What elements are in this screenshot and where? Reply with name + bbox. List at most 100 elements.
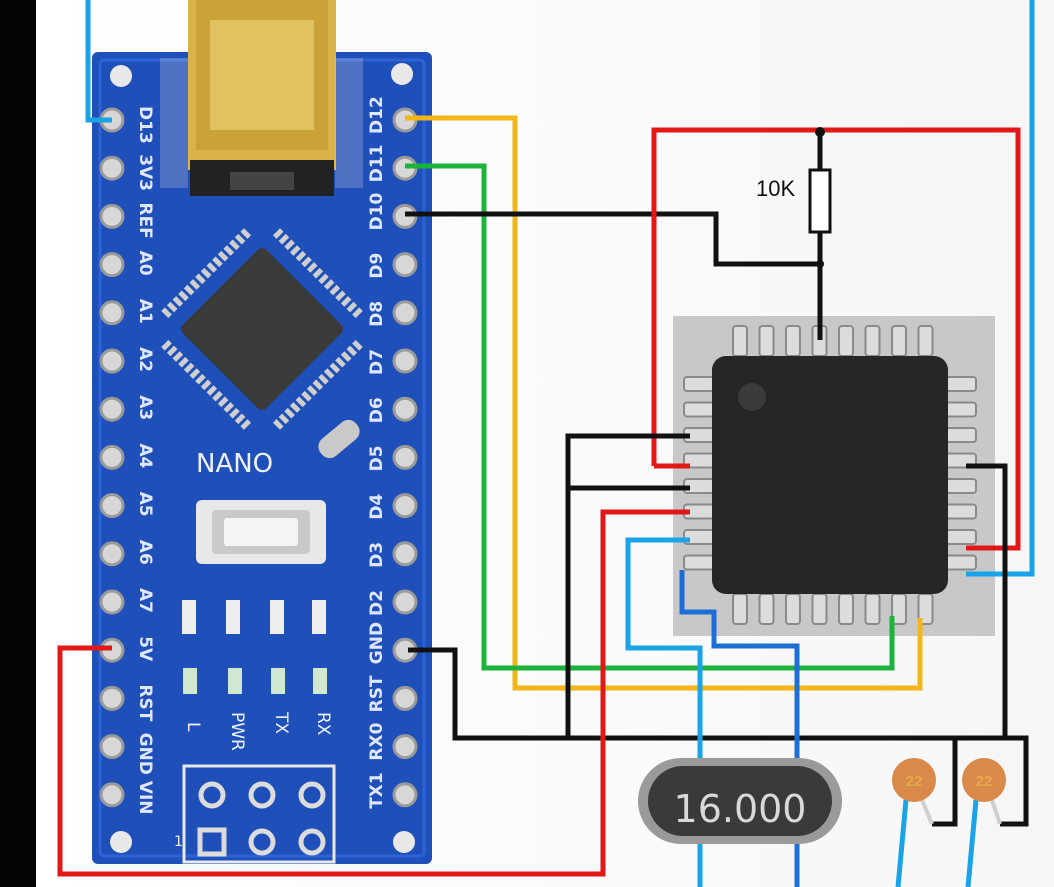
right-pin-label: GND (367, 622, 387, 664)
left-pin-label: REF (135, 202, 155, 238)
left-header-pin (99, 444, 125, 470)
right-pin-label: D5 (367, 445, 387, 471)
green-wire-d11 (405, 163, 895, 671)
black-wire-gnd-chip1 (565, 433, 690, 738)
mcu-leg (318, 373, 329, 385)
capacitor-2-label: 22 (976, 773, 993, 790)
mcu-leg (183, 284, 195, 296)
mcu-leg (229, 239, 240, 251)
mcu-leg (335, 356, 346, 368)
capacitor-1-label: 22 (906, 773, 923, 790)
mcu-leg (206, 262, 218, 273)
mcu-leg (212, 256, 223, 268)
left-header-pin (99, 300, 125, 326)
mcu-leg (183, 362, 195, 374)
mounting-hole (393, 831, 415, 853)
right-pin-label: D4 (367, 493, 387, 519)
right-pin-label: RX0 (367, 722, 387, 760)
mcu-leg (223, 245, 235, 256)
right-header-pin (392, 396, 418, 422)
mcu-leg (346, 345, 358, 357)
black-wire-d10 (405, 211, 820, 267)
mcu-leg (289, 245, 301, 256)
mcu-leg (178, 356, 189, 368)
right-pin-label: D10 (367, 192, 387, 230)
mcu-leg (284, 407, 295, 419)
mcu-leg (318, 273, 329, 285)
chip-pad-top (891, 325, 907, 357)
mcu-leg (323, 368, 335, 379)
chip-pad-bottom (838, 593, 854, 625)
left-header-pin (99, 252, 125, 278)
yellow-wire-d12 (405, 115, 923, 691)
mcu-leg (217, 396, 229, 408)
chip-pad-left (683, 554, 715, 571)
mounting-hole (110, 65, 132, 87)
blue-wire-xtal2 (679, 570, 800, 887)
chip-pad-bottom (758, 593, 775, 625)
chip-pad-bottom (864, 593, 881, 625)
black-wire-gnd (408, 647, 1029, 827)
mcu-leg (200, 267, 212, 279)
left-header-pin (99, 203, 125, 229)
left-pin-label: 5V (135, 636, 155, 662)
mcu-leg (189, 368, 201, 379)
mcu-leg (212, 390, 223, 402)
chip-pad-top (758, 325, 775, 357)
left-pin-label: VIN (135, 781, 155, 815)
chip-pad-top (838, 325, 854, 357)
left-pin-label: A7 (135, 588, 155, 613)
chip-pad-right (945, 427, 977, 443)
left-header-pin (99, 155, 125, 181)
mcu-leg (284, 239, 295, 251)
red-wire-5v (57, 509, 690, 877)
mounting-hole (391, 63, 413, 85)
chip-pad-right (945, 376, 977, 392)
mcu-leg (178, 290, 189, 302)
led-label-rx: RX (313, 712, 333, 736)
left-pin-label: A6 (135, 540, 155, 565)
mcu-leg (312, 267, 324, 279)
right-header-pin (392, 444, 418, 470)
mcu-leg (335, 290, 346, 302)
mcu-leg (295, 396, 307, 408)
mcu-leg (166, 301, 178, 313)
mcu-leg (200, 379, 212, 391)
nano-brand: NANO (196, 449, 273, 479)
chip-pad-bottom (732, 593, 748, 625)
left-pin-label: A4 (135, 443, 155, 468)
mcu-leg (352, 339, 363, 351)
blue-wire-xtal1 (625, 537, 703, 887)
pin1-dot (738, 383, 766, 411)
mcu-leg (306, 385, 318, 396)
resistor-10k (808, 127, 832, 268)
mounting-hole (110, 831, 132, 853)
black-wire-gnd-right (966, 463, 1008, 738)
usb-connector (188, 0, 336, 196)
mcu-leg (340, 296, 352, 307)
left-header-pin (99, 734, 125, 760)
left-pin-label: A5 (135, 492, 155, 517)
right-pin-label: D12 (367, 96, 387, 134)
chip-pad-top (864, 325, 881, 357)
left-pin-label: A1 (135, 299, 155, 324)
chip-pad-right (945, 554, 977, 571)
mcu-leg (161, 307, 172, 319)
right-header-pin (392, 589, 418, 615)
resistor-label: 10K (756, 176, 795, 201)
mcu-leg (301, 390, 312, 402)
left-header-pin (99, 782, 125, 808)
mcu-leg (166, 345, 178, 357)
arduino-nano-board: NANO L PWR TX RX (92, 0, 432, 864)
mcu-leg (340, 351, 352, 362)
led-label-pwr: PWR (227, 712, 247, 751)
crystal-16mhz (638, 758, 842, 844)
mcu-leg (223, 402, 235, 413)
left-pin-label: A3 (135, 395, 155, 420)
mcu-leg (172, 351, 184, 362)
reset-button[interactable] (196, 500, 326, 564)
mcu-leg (189, 279, 201, 290)
blue-wire-d13 (85, 0, 112, 123)
mcu-leg (234, 233, 246, 245)
